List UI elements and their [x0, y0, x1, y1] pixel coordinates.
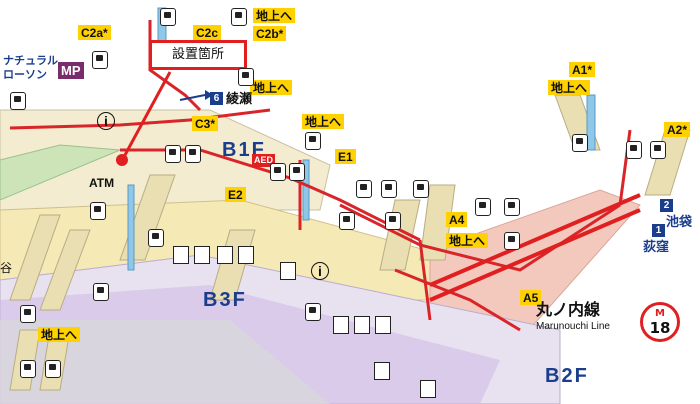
ticket-machine-icon	[572, 134, 588, 152]
floor-label-b3f: B3F	[203, 289, 247, 311]
wheelchair-icon	[354, 316, 370, 334]
exit-a4-label: A4	[446, 212, 468, 227]
ticket-machine-icon	[20, 305, 36, 323]
ikebukuro-number: 2	[660, 199, 673, 212]
callout-label: 設置箇所	[171, 47, 224, 62]
to-surface-sign-a4: 地上へ	[446, 233, 489, 248]
ayase-arrow	[179, 90, 213, 101]
ticket-machine-icon	[504, 232, 520, 250]
ticket-machine-icon	[305, 303, 321, 321]
kanji-left-label: 谷	[0, 261, 13, 275]
ogikubo-label: 荻窪	[643, 239, 670, 254]
exit-e2-label: E2	[225, 187, 246, 202]
wheelchair-icon	[194, 246, 210, 264]
marunouchi-station-badge: M 18	[640, 302, 680, 342]
escalator-icon	[280, 262, 296, 280]
floor-label-b2f: B2F	[545, 365, 589, 387]
to-surface-sign-top: 地上へ	[253, 8, 296, 23]
exit-c2b-label: C2b*	[253, 26, 287, 41]
exit-a5-label: A5	[520, 290, 542, 305]
restroom-icon	[420, 380, 436, 398]
ikebukuro-label: 池袋	[666, 214, 693, 229]
ticket-machine-icon	[20, 360, 36, 378]
ticket-machine-icon	[238, 68, 254, 86]
pass-icon	[270, 163, 286, 181]
natural-lawson-label: ナチュラル ローソン	[3, 55, 58, 81]
line-romaji: Marunouchi Line	[536, 321, 610, 332]
phone-icon	[413, 180, 429, 198]
installation-location-callout: 設置箇所	[149, 40, 247, 70]
ticket-machine-icon	[381, 180, 397, 198]
escalator-icon	[374, 362, 390, 380]
callout-arrow	[116, 71, 172, 166]
pass-icon	[185, 145, 201, 163]
badge-letter: M	[655, 308, 665, 319]
mp-label: MP	[58, 62, 84, 79]
info-icon-b3f: i	[311, 262, 329, 280]
line-name: 丸ノ内線	[536, 302, 601, 319]
exit-e1-label: E1	[335, 149, 356, 164]
escalators	[127, 7, 596, 271]
baby-icon	[238, 246, 254, 264]
phone-icon	[339, 212, 355, 230]
ticket-machine-icon	[231, 8, 247, 26]
exit-c3-label: C3*	[192, 116, 219, 131]
locker-icon	[385, 212, 401, 230]
locker-icon	[90, 202, 106, 220]
ticket-machine-icon	[93, 283, 109, 301]
to-surface-sign-a1: 地上へ	[548, 80, 591, 95]
pass-icon	[626, 141, 642, 159]
marunouchi-tracks	[429, 193, 641, 302]
ticket-machine-icon	[289, 163, 305, 181]
lower-gray-floor	[0, 320, 330, 404]
phone-icon	[356, 180, 372, 198]
restroom-icon	[217, 246, 233, 264]
ticket-machine-icon	[305, 132, 321, 150]
phone-icon	[165, 145, 181, 163]
ostomate-icon	[375, 316, 391, 334]
ticket-machine-icon	[504, 198, 520, 216]
elevator-icon	[160, 8, 176, 26]
aed-label: AED	[252, 154, 276, 167]
exit-c2a-label: C2a*	[78, 25, 111, 40]
restroom-icon	[333, 316, 349, 334]
exit-a2-label: A2*	[664, 122, 691, 137]
to-surface-sign-e1: 地上へ	[302, 114, 345, 129]
ayase-label: 綾瀬	[226, 91, 253, 106]
ticket-machine-icon	[45, 360, 61, 378]
ticket-machine-icon	[10, 92, 26, 110]
atm-label: ATM	[89, 176, 115, 190]
to-surface-sign-b3f: 地上へ	[38, 327, 81, 342]
info-icon: i	[97, 112, 115, 130]
ticket-machine-icon	[650, 141, 666, 159]
exit-a1-label: A1*	[569, 62, 596, 77]
to-surface-sign-c3: 地上へ	[250, 80, 293, 95]
ayase-number: 6	[210, 92, 223, 105]
ogikubo-number: 1	[652, 224, 665, 237]
ticket-machine-icon	[475, 198, 491, 216]
ticket-machine-icon	[148, 229, 164, 247]
restroom-icon	[173, 246, 189, 264]
locker-icon	[92, 51, 108, 69]
badge-number: 18	[649, 319, 671, 337]
exit-c2c-label: C2c	[193, 25, 222, 40]
